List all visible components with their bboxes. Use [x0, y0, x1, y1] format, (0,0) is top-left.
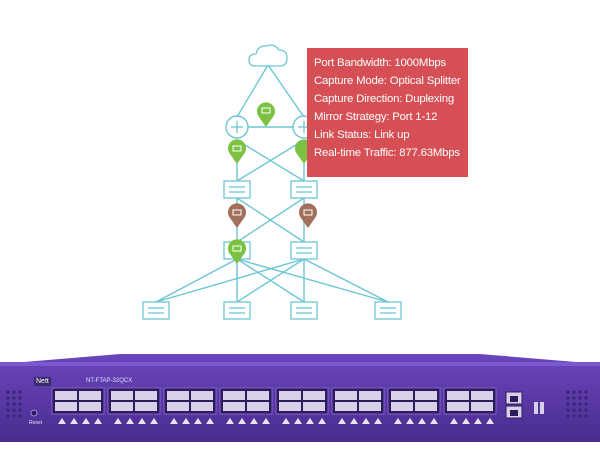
mirror-strategy-text: Mirror Strategy: Port 1-12 [314, 111, 438, 124]
router-icon [225, 115, 249, 139]
switch-icon [223, 301, 251, 320]
switch-icon [142, 301, 170, 320]
port-bandwidth-text: Port Bandwidth: 1000Mbps [314, 57, 446, 69]
port-module[interactable] [275, 387, 329, 424]
tap-marker-icon[interactable] [228, 139, 246, 164]
cloud-icon [248, 44, 288, 67]
port-module[interactable] [443, 387, 497, 424]
capture-direction-text: Capture Direction: Duplexing [314, 93, 455, 106]
switch-icon [290, 180, 318, 199]
switch-icon [223, 180, 251, 199]
tap-marker-icon[interactable] [299, 203, 317, 228]
topology-links [155, 64, 389, 303]
usb-port[interactable] [534, 402, 544, 414]
tap-marker-icon[interactable] [257, 102, 276, 127]
reset-button[interactable] [30, 409, 38, 417]
port-module[interactable] [219, 387, 273, 424]
port-module[interactable] [107, 387, 161, 424]
device-model-label: NT-FTAP-32QCX [86, 378, 133, 384]
reset-label: Reset [29, 420, 43, 426]
port-module[interactable] [163, 387, 217, 424]
switch-icon [374, 301, 402, 320]
network-tap-device [0, 354, 600, 442]
tap-marker-icon[interactable] [228, 239, 246, 264]
switch-icon [290, 241, 318, 260]
port-module[interactable] [331, 387, 385, 424]
capture-mode-text: Capture Mode: Optical Splitter [314, 75, 461, 88]
realtime-traffic-text: Real-time Traffic: 877.63Mbps [314, 147, 460, 160]
device-brand-logo: Nett [34, 377, 51, 386]
management-port[interactable] [505, 391, 523, 419]
port-status-panel: Port Bandwidth: 1000Mbps Capture Mode: O… [307, 48, 468, 177]
switch-icon [290, 301, 318, 320]
link-status-text: Link Status: Link up [314, 129, 410, 142]
port-module[interactable] [387, 387, 441, 424]
port-module[interactable] [51, 387, 105, 424]
tap-marker-icon[interactable] [228, 203, 246, 228]
